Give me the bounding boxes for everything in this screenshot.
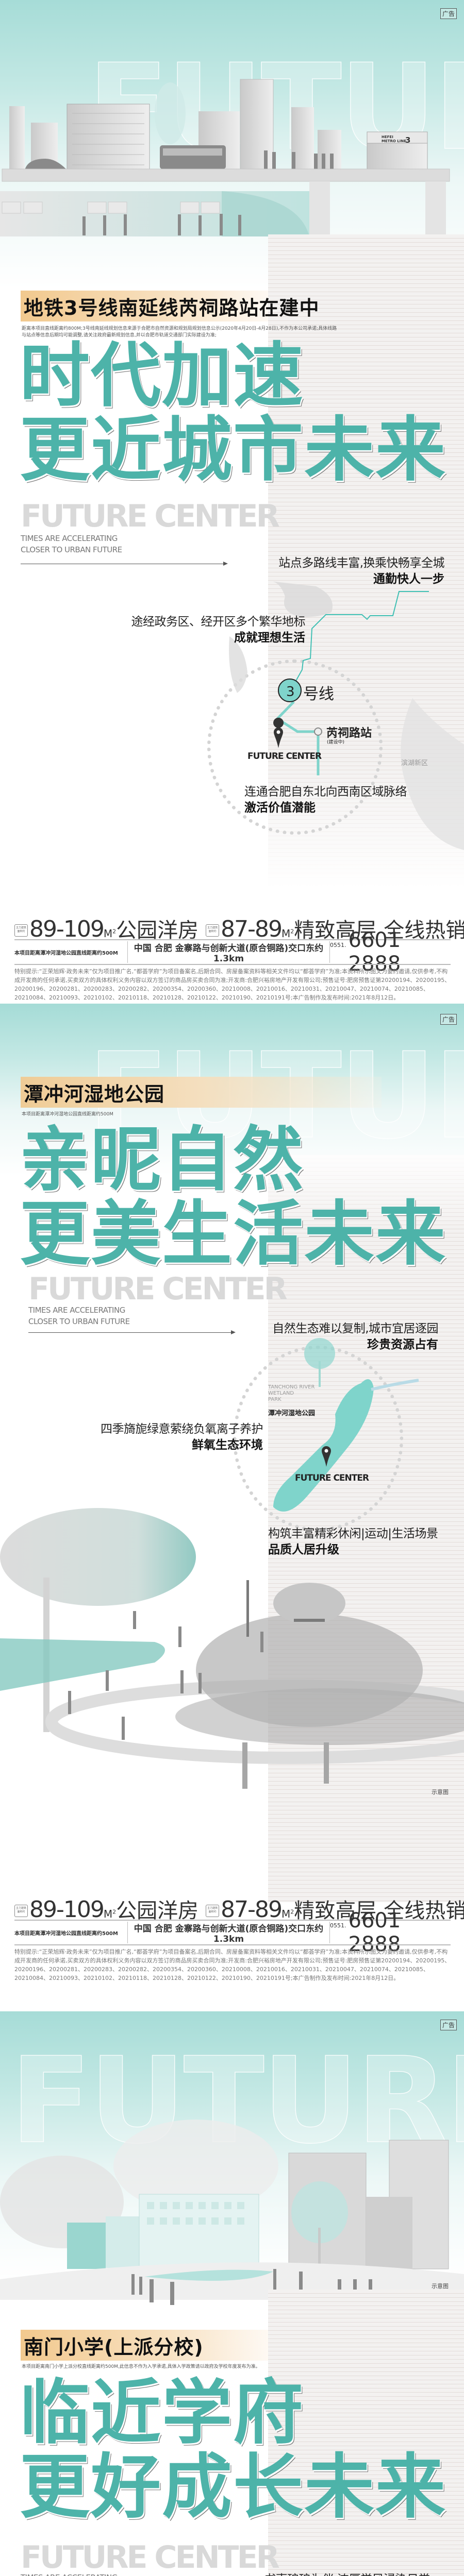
future-center-title: FUTURE CENTER [28, 1271, 288, 1307]
product1-unit: M2 [103, 927, 117, 940]
distance-note: 本项目距离潭冲河湿地公园直线距离约500M [14, 1922, 128, 1943]
feature-2: 四季旖旎绿意萦绕负氧离子养护 鲜氧生态环境 [101, 1422, 263, 1452]
illustration-note: 示意图 [432, 1789, 449, 1795]
banner-text: 地铁3号线南延线芮祠路站在建中 [24, 296, 320, 319]
feature-1: 站点多路线丰富,换乘快畅享全城 通勤快人一步 [278, 556, 444, 586]
divider [14, 1944, 451, 1945]
headline-line-2: 更近城市未来 [20, 410, 446, 491]
ad-badge: 广告 [440, 8, 457, 19]
product2-unit: M2 [281, 1908, 294, 1920]
feature-2: 途经政务区、经开区多个繁华地标 成就理想生活 [131, 615, 306, 645]
caption: 本项目距离南门小学上派分校直线距离约500M,此信息不作为入学承诺,具体入学政策… [22, 2364, 260, 2369]
district-label: 滨湖新区 [401, 759, 428, 767]
station-name: 芮祠路站 [326, 727, 372, 740]
line-label: 号线 [303, 685, 334, 703]
product2-unit: M2 [281, 927, 294, 940]
svg-text:3: 3 [405, 135, 410, 145]
area-tag: 主力建筑面积约 [206, 924, 220, 937]
title-banner: 地铁3号线南延线芮祠路站在建中 [21, 291, 319, 321]
poster-school: FUTURE 广告 示意图 南门小学(上派分校) 本项目距离南门小学上派分校直线… [0, 2011, 464, 2576]
disclaimer: 特别提示:“正荣旭辉·政务未来”仅为项目推广名,“都荟学府”为项目备案名,后期合… [14, 1948, 451, 1981]
headline-line-1: 临近学府 [20, 2372, 304, 2454]
price-row: 主力建筑面积约 89-109 M2 公园洋房 主力建筑面积约 87-89 M2 … [14, 1899, 464, 1921]
divider [14, 939, 451, 940]
banner-text: 潭冲河湿地公园 [24, 1082, 165, 1106]
metro-line-map: 3 [229, 581, 464, 850]
sales-status: 全线热销中 [384, 1899, 464, 1923]
park-illustration [0, 1508, 464, 1789]
feature-3: 构筑丰富精彩休闲|运动|生活场景 品质人居升级 [268, 1527, 438, 1556]
future-center-sub-2: CLOSER TO URBAN FUTURE [28, 1317, 130, 1326]
future-center-sub-1: TIMES ARE ACCELERATING [28, 1306, 125, 1315]
address: 中国 合肥 金寨路与创新大道(原合铜路)交口东约1.3km [128, 1922, 330, 1944]
radius-ring [207, 659, 383, 835]
sales-status: 全线热销中 [384, 919, 464, 942]
info-row: 本项目距离潭冲河湿地公园直线距离约500M 中国 合肥 金寨路与创新大道(原合铜… [14, 1909, 451, 1956]
striped-panel [268, 2290, 464, 2576]
product1-range: 89-109 [29, 916, 105, 942]
park-cn-label: 潭冲河湿地公园 [268, 1410, 316, 1417]
future-center-title: FUTURE CENTER [21, 498, 280, 534]
city-skyline-illustration: HEFEI METRO LINE 3 [0, 79, 450, 236]
svg-text:3: 3 [286, 684, 295, 700]
product2-range: 87-89 [221, 916, 283, 942]
product2-name: 精致高层 [294, 1899, 377, 1923]
headline-line-1: 亲昵自然 [20, 1120, 304, 1201]
wetland-map [273, 1338, 419, 1512]
future-center-sub-1: TIMES ARE ACCELERATING [21, 534, 118, 543]
divider [14, 964, 451, 965]
product2-name: 精致高层 [294, 919, 377, 942]
svg-text:METRO LINE: METRO LINE [382, 139, 406, 143]
future-center-title: FUTURE CENTER [21, 2539, 280, 2575]
product2-range: 87-89 [221, 1896, 283, 1923]
feature-1: 书声琅琅为伴,浓厚学风浸染日常 翰墨书香涵养 [264, 2572, 430, 2576]
product1-name: 公园洋房 [116, 1899, 199, 1923]
ad-badge: 广告 [440, 2020, 457, 2030]
disclaimer: 特别提示:“正荣旭辉·政务未来”仅为项目推广名,“都荟学府”为项目备案名,后期合… [14, 968, 451, 1001]
product1-name: 公园洋房 [116, 919, 199, 942]
poster-park: FUTURE 广告 潭冲河湿地公园 本项目距离潭冲河湿地公园直线距离约500M … [0, 1006, 464, 2011]
title-banner: 南门小学(上派分校) [21, 2330, 268, 2361]
feature-1: 自然生态难以复制,城市宜居逐园 珍贵资源占有 [272, 1322, 438, 1351]
location-pin-icon [322, 1446, 331, 1467]
future-center-sub-2: CLOSER TO URBAN FUTURE [21, 545, 122, 554]
info-row: 本项目距离潭冲河湿地公园直线距离约500M 中国 合肥 金寨路与创新大道(原合铜… [14, 928, 451, 976]
location-pin-icon [274, 727, 283, 748]
school-map [0, 2011, 464, 2576]
arrow-line [28, 1330, 236, 1334]
banner-text: 南门小学(上派分校) [24, 2335, 204, 2359]
price-row: 主力建筑面积约 89-109 M2 公园洋房 主力建筑面积约 87-89 M2 … [14, 918, 464, 941]
title-banner: 潭冲河湿地公园 [21, 1077, 382, 1108]
product1-unit: M2 [103, 1908, 117, 1920]
caption: 本项目距离潭冲河湿地公园直线距离约500M [22, 1112, 113, 1117]
pin-label: FUTURE CENTER [247, 751, 322, 761]
caption: 距离本项目直线距离约800M;3号线南延线规划信息来源于合肥市自然资源和规划局规… [22, 326, 337, 338]
feature-3: 连通合肥自东北向西南区域脉络 激活价值潜能 [244, 785, 407, 815]
headline-line-1: 时代加速 [20, 335, 304, 417]
future-center-sub-1: TIMES ARE ACCELERATING [21, 2572, 118, 2576]
area-tag: 主力建筑面积约 [14, 924, 28, 937]
svg-text:HEFEI: HEFEI [382, 135, 393, 139]
headline-line-2: 更好成长未来 [20, 2447, 446, 2528]
area-tag: 主力建筑面积约 [14, 1905, 28, 1917]
poster-separator [0, 1004, 464, 1006]
address: 中国 合肥 金寨路与创新大道(原合铜路)交口东约1.3km [128, 941, 330, 964]
area-tag: 主力建筑面积约 [206, 1905, 220, 1917]
station-status: (建设中) [327, 740, 345, 745]
illustration-note: 示意图 [432, 2283, 449, 2290]
pin-label: FUTURE CENTER [295, 1473, 369, 1483]
headline-line-2: 更美生活未来 [20, 1194, 446, 1275]
distance-note: 本项目距离潭冲河湿地公园直线距离约500M [14, 941, 128, 963]
product1-range: 89-109 [29, 1896, 105, 1923]
school-illustration [0, 2120, 464, 2305]
poster-metro: FUTURE 广告 HEFEI METRO LINE 3 [0, 0, 464, 1006]
divider [14, 1920, 451, 1921]
ad-badge: 广告 [440, 1014, 457, 1025]
